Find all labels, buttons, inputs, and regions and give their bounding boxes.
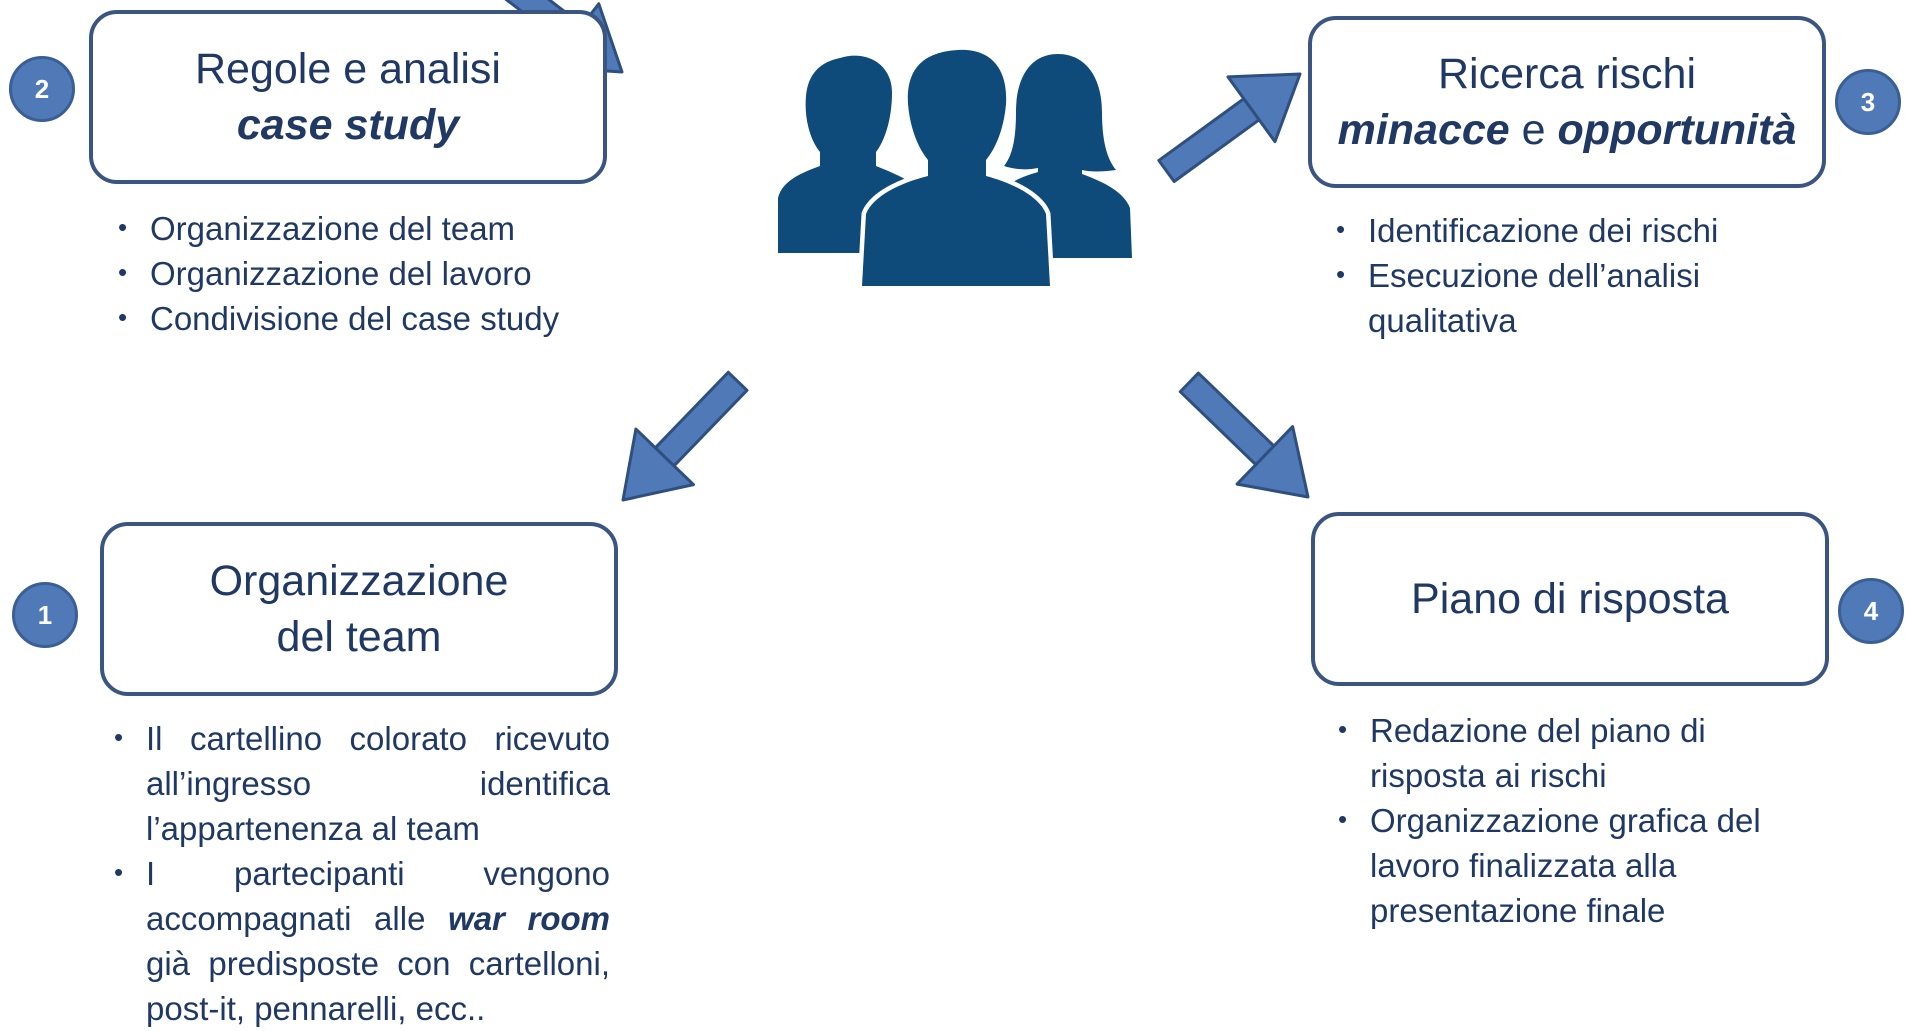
team-people-icon bbox=[778, 48, 1132, 286]
step-1-bullet-text-end: già predisposte con cartelloni, post-it,… bbox=[146, 945, 610, 1027]
step-1-number-badge: 1 bbox=[12, 582, 78, 648]
step-2-bullet: Condivisione del case study bbox=[112, 295, 632, 341]
step-3-bullet: Esecuzione dell’analisi qualitativa bbox=[1330, 252, 1730, 343]
step-4-bullet: Redazione del piano di risposta ai risch… bbox=[1332, 707, 1782, 798]
step-4-bullet: Organizzazione grafica del lavoro finali… bbox=[1332, 797, 1782, 933]
step-2-title-emphasis: case study bbox=[236, 101, 460, 149]
step-3-title-box: Ricerca rischi minacce e opportunità bbox=[1308, 16, 1826, 188]
arrow-to-step-1 bbox=[621, 370, 749, 502]
step-4-title-box: Piano di risposta bbox=[1311, 512, 1829, 686]
step-1-title-box: Organizzazione del team bbox=[100, 522, 618, 696]
step-1-title: Organizzazione bbox=[209, 557, 509, 605]
step-1-bullet: Il cartellino colorato ricevuto all’ingr… bbox=[108, 715, 610, 851]
step-1-bullet-text: I partecipanti vengono accompagnati alle bbox=[146, 855, 610, 937]
step-3-title-join: e bbox=[1509, 106, 1558, 154]
step-4-bullet-list: Redazione del piano di risposta ai risch… bbox=[1332, 707, 1782, 933]
step-2-bullet: Organizzazione del lavoro bbox=[112, 250, 632, 296]
step-1-title-line2: del team bbox=[276, 613, 442, 661]
step-3-bullet: Identificazione dei rischi bbox=[1330, 207, 1730, 253]
step-2-title-box: Regole e analisi case study bbox=[89, 10, 607, 184]
step-3-title-emphasis-b: opportunità bbox=[1557, 106, 1797, 154]
step-1-bullet-list: Il cartellino colorato ricevuto all’ingr… bbox=[108, 715, 610, 1031]
step-3-bullet-list: Identificazione dei rischi Esecuzione de… bbox=[1330, 207, 1730, 343]
step-2-bullet: Organizzazione del team bbox=[112, 205, 632, 251]
step-4-title: Piano di risposta bbox=[1411, 575, 1729, 623]
step-2-title: Regole e analisi bbox=[195, 45, 501, 93]
arrow-to-step-3 bbox=[1157, 72, 1302, 184]
step-3-number-badge: 3 bbox=[1835, 69, 1901, 135]
step-3-title: Ricerca rischi bbox=[1437, 50, 1697, 98]
step-2-number-badge: 2 bbox=[9, 56, 75, 122]
step-2-bullet-list: Organizzazione del team Organizzazione d… bbox=[112, 205, 632, 341]
arrow-to-step-4 bbox=[1178, 371, 1310, 499]
step-1-bullet-emphasis: war room bbox=[448, 900, 610, 937]
step-3-title-emphasis-a: minacce bbox=[1337, 106, 1510, 154]
step-4-number-badge: 4 bbox=[1838, 578, 1904, 644]
step-1-bullet: I partecipanti vengono accompagnati alle… bbox=[108, 850, 610, 1031]
